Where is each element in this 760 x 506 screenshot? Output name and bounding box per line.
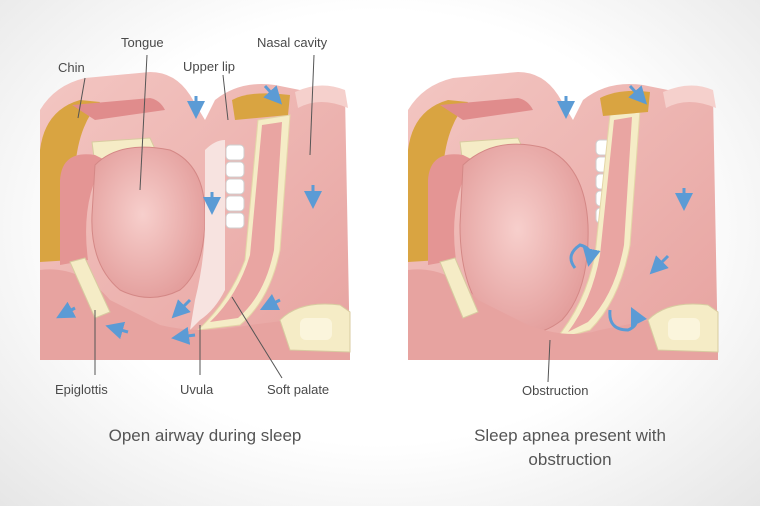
left-cross-section <box>40 54 351 379</box>
caption-open-airway: Open airway during sleep <box>108 426 302 445</box>
caption-sleep-apnea-line2: obstruction <box>528 450 612 469</box>
airflow-arrows <box>56 84 322 345</box>
label-obstruction: Obstruction <box>522 383 589 398</box>
blocked-airflow-arrows <box>557 84 693 332</box>
epiglottis-shape <box>69 257 111 319</box>
label-tongue: Tongue <box>121 35 164 50</box>
open-airway <box>190 140 225 330</box>
tongue-shape <box>91 146 206 298</box>
label-upper-lip: Upper lip <box>183 59 236 74</box>
right-cross-section <box>408 72 719 383</box>
caption-sleep-apnea: Sleep apnea present with obstruction <box>420 424 720 472</box>
label-uvula: Uvula <box>180 382 214 397</box>
caption-sleep-apnea-line1: Sleep apnea present with <box>474 426 666 445</box>
label-epiglottis: Epiglottis <box>55 382 108 397</box>
label-soft-palate: Soft palate <box>267 382 330 397</box>
label-chin: Chin <box>58 60 85 75</box>
label-nasal-cavity: Nasal cavity <box>257 35 328 50</box>
